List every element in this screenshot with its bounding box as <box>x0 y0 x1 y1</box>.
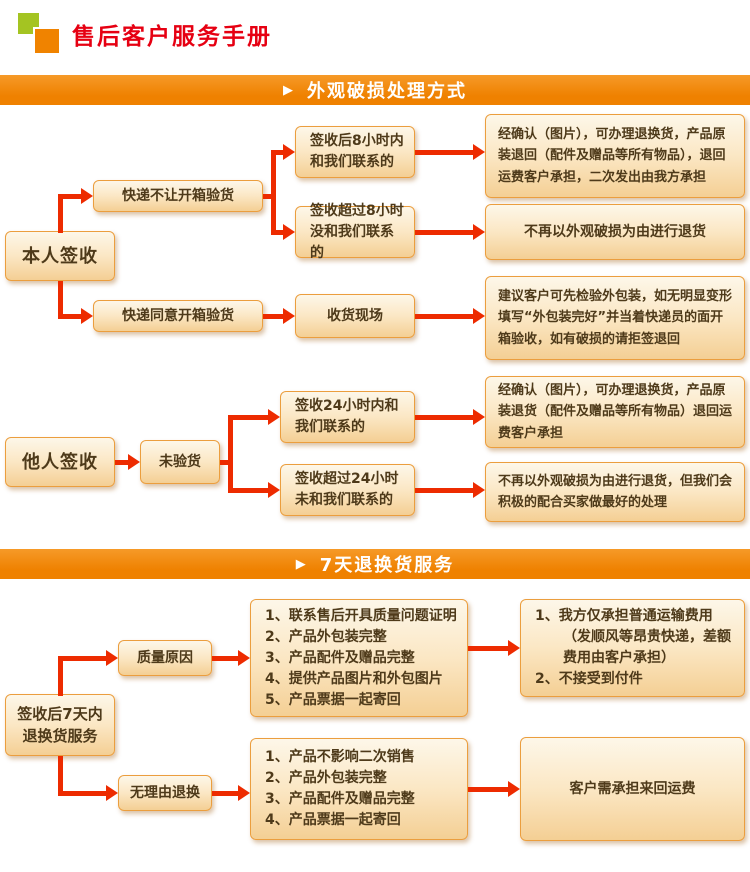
connector-line <box>415 314 473 319</box>
arrowhead-icon <box>473 482 485 498</box>
result-site-advice: 建议客户可先检验外包装，如无明显变形填写“外包装完好”并当着快递员的面开箱验收，… <box>485 276 745 360</box>
arrowhead-icon <box>473 144 485 160</box>
arrowhead-icon <box>283 144 295 160</box>
noreason-shipping-result: 客户需承担来回运费 <box>520 737 745 841</box>
connector-line <box>415 488 473 493</box>
list-item: 3、产品配件及赠品完整 <box>265 791 415 807</box>
connector-line <box>220 460 232 465</box>
play-icon: ▶ <box>295 556 306 572</box>
list-item: 4、提供产品图片和外包图片 <box>265 670 443 687</box>
arrowhead-icon <box>238 785 250 801</box>
connector-line <box>58 314 83 319</box>
arrowhead-icon <box>283 224 295 240</box>
list-item: 1、我方仅承担普通运输费用（发顺风等昂贵快递，差额费用由客户承担） <box>535 608 731 666</box>
connector-line <box>271 150 276 234</box>
list-item: 1、产品不影响二次销售 <box>265 749 415 765</box>
list-item: 3、产品配件及赠品完整 <box>265 649 415 666</box>
result-no-return-24h: 不再以外观破损为由进行退货，但我们会积极的配合买家做最好的处理 <box>485 462 745 522</box>
quality-shipping-result: 1、我方仅承担普通运输费用（发顺风等昂贵快递，差额费用由客户承担） 2、不接受到… <box>520 599 745 697</box>
arrowhead-icon <box>473 409 485 425</box>
list-item: 2、不接受到付件 <box>535 671 643 687</box>
connector-line <box>271 150 283 155</box>
connector-line <box>415 415 473 420</box>
connector-line <box>263 194 276 199</box>
arrowhead-icon <box>238 650 250 666</box>
connector-line <box>468 646 508 651</box>
arrowhead-icon <box>268 409 280 425</box>
banner-damage-section: ▶ 外观破损处理方式 <box>0 75 750 105</box>
node-self-sign: 本人签收 <box>5 231 115 281</box>
node-contact-within-24h: 签收24小时内和 我们联系的 <box>280 391 415 443</box>
connector-line <box>212 656 238 661</box>
arrowhead-icon <box>268 482 280 498</box>
arrowhead-icon <box>473 308 485 324</box>
connector-line <box>415 150 473 155</box>
node-not-inspected: 未验货 <box>140 440 220 484</box>
connector-line <box>58 791 106 796</box>
connector-line <box>58 281 63 319</box>
arrowhead-icon <box>81 188 93 204</box>
arrowhead-icon <box>81 308 93 324</box>
node-courier-agree-open: 快递同意开箱验货 <box>93 300 263 332</box>
banner-seven-day-section: ▶ 7天退换货服务 <box>0 549 750 579</box>
connector-line <box>468 787 508 792</box>
connector-line <box>263 314 283 319</box>
arrowhead-icon <box>106 785 118 801</box>
connector-line <box>228 415 233 493</box>
node-no-contact-over-24h: 签收超过24小时 未和我们联系的 <box>280 464 415 516</box>
arrowhead-icon <box>508 640 520 656</box>
arrowhead-icon <box>128 454 140 470</box>
connector-line <box>58 656 106 661</box>
logo-orange-square-icon <box>33 27 61 55</box>
arrowhead-icon <box>106 650 118 666</box>
connector-line <box>58 194 83 199</box>
list-item: 1、联系售后开具质量问题证明 <box>265 607 457 624</box>
connector-line <box>228 415 268 420</box>
node-courier-no-open: 快递不让开箱验货 <box>93 180 263 212</box>
arrowhead-icon <box>283 308 295 324</box>
quality-requirements-list: 1、联系售后开具质量问题证明 2、产品外包装完整 3、产品配件及赠品完整 4、提… <box>250 599 468 717</box>
noreason-requirements-list: 1、产品不影响二次销售 2、产品外包装完整 3、产品配件及赠品完整 4、产品票据… <box>250 738 468 840</box>
list-item: 2、产品外包装完整 <box>265 628 387 645</box>
connector-line <box>228 488 268 493</box>
connector-line <box>115 460 128 465</box>
node-other-sign: 他人签收 <box>5 437 115 487</box>
node-contact-within-8h: 签收后8小时内 和我们联系的 <box>295 126 415 178</box>
connector-line <box>212 791 238 796</box>
connector-line <box>58 756 63 796</box>
connector-line <box>271 230 283 235</box>
connector-line <box>58 194 63 233</box>
banner-damage-label: 外观破损处理方式 <box>307 81 467 102</box>
play-icon: ▶ <box>283 82 293 98</box>
node-no-contact-over-8h: 签收超过8小时 没和我们联系的 <box>295 203 415 261</box>
result-exchange-24h: 经确认（图片），可办理退换货，产品原装退货（配件及赠品等所有物品）退回运费客户承… <box>485 376 745 448</box>
page-title: 售后客户服务手册 <box>72 24 272 50</box>
connector-line <box>58 656 63 696</box>
node-quality-reason: 质量原因 <box>118 640 212 676</box>
node-no-reason-return: 无理由退换 <box>118 775 212 811</box>
result-no-return-8h: 不再以外观破损为由进行退货 <box>485 204 745 260</box>
list-item: 4、产品票据一起寄回 <box>265 812 401 828</box>
banner-seven-day-label: 7天退换货服务 <box>319 555 455 576</box>
node-receive-site: 收货现场 <box>295 294 415 338</box>
node-seven-day-service: 签收后7天内 退换货服务 <box>5 694 115 756</box>
result-exchange-8h: 经确认（图片），可办理退换货，产品原装退回（配件及赠品等所有物品），退回运费客户… <box>485 114 745 198</box>
list-item: 5、产品票据一起寄回 <box>265 691 401 708</box>
connector-line <box>415 230 473 235</box>
list-item: 2、产品外包装完整 <box>265 770 387 786</box>
arrowhead-icon <box>473 224 485 240</box>
arrowhead-icon <box>508 781 520 797</box>
